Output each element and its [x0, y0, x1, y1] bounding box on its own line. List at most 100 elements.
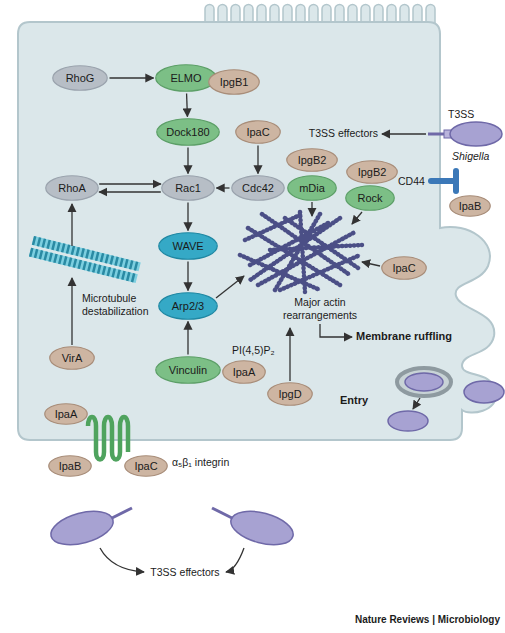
node-ellipse [50, 347, 95, 370]
node-label: IpgB2 [286, 148, 338, 172]
node-label: Cdc42 [231, 175, 285, 201]
node-ellipse [288, 176, 337, 201]
actin-regulator-node: Arp2/3 [158, 292, 218, 320]
signal-arrow [99, 191, 161, 192]
node-ellipse [156, 65, 217, 92]
shigella-top [428, 122, 502, 146]
signal-arrow [187, 148, 188, 174]
entry-arrow [413, 398, 420, 409]
pathway-arrows [72, 134, 426, 572]
node-ellipse [268, 383, 313, 406]
annotation-label: T3SS effectors [296, 127, 378, 140]
effector-node: IpaB [48, 455, 92, 477]
effector-node: IpaC [235, 120, 281, 144]
node-ellipse [156, 357, 221, 384]
actin-beads [240, 212, 362, 292]
secretion-arrow [100, 548, 144, 572]
host-protein-node: Vinculin [155, 356, 221, 384]
pathway-arrow [71, 278, 72, 345]
effector-node: IpaA [44, 403, 88, 425]
node-ellipse [450, 196, 491, 217]
effector-node: IpaA [222, 360, 266, 384]
annotation-label: Microtubule destabilization [82, 292, 158, 317]
node-label: RhoG [52, 65, 108, 91]
node-label: WAVE [158, 232, 218, 260]
effector-node: IpaC [381, 256, 427, 280]
effector-node: IpaC [124, 455, 168, 477]
node-ellipse [45, 404, 88, 425]
node-label: Dock180 [156, 118, 220, 146]
node-ellipse [347, 161, 398, 184]
actin-filaments [240, 212, 362, 292]
signal-arrow [187, 203, 188, 231]
signal-arrow [187, 322, 188, 355]
pathway-arrow [71, 204, 72, 246]
host-protein-node: mDia [287, 175, 337, 201]
effector-node: IpgD [267, 382, 313, 406]
signal-arrow [257, 146, 258, 174]
node-ellipse [46, 176, 99, 201]
host-protein-node: ELMO [155, 64, 217, 92]
node-label: RhoA [45, 175, 99, 201]
host-protein-node: Dock180 [156, 118, 220, 146]
node-ellipse [162, 176, 215, 201]
node-label: Rock [345, 185, 395, 211]
node-ellipse [346, 186, 395, 211]
annotation-label: Nature Reviews | Microbiology [296, 614, 500, 626]
annotation-label: CD44 [398, 175, 428, 188]
node-ellipse [287, 149, 338, 172]
annotation-label: Membrane ruffling [356, 330, 456, 343]
signal-arrow [217, 187, 230, 188]
node-label: Arp2/3 [158, 292, 218, 320]
effector-node: VirA [49, 346, 95, 370]
annotation-label: α₅β₁ integrin [172, 456, 262, 469]
bacterium [47, 505, 117, 551]
node-label: ELMO [155, 64, 217, 92]
effector-node: IpgB2 [286, 148, 338, 172]
annotation-label: T3SS effectors [135, 566, 235, 579]
node-ellipse [157, 119, 220, 146]
node-ellipse [53, 66, 108, 91]
node-label: Vinculin [155, 356, 221, 384]
secretion-arrow [382, 133, 426, 134]
annotation-label: Major actin rearrangements [258, 296, 382, 321]
effector-node: IpaB [449, 195, 491, 217]
bacterium [450, 122, 502, 146]
node-ellipse [232, 176, 285, 201]
annotation-label: Entry [340, 394, 380, 407]
secretion-arrow [226, 548, 244, 572]
pathway-arrow [362, 262, 380, 266]
node-label: IpgB1 [208, 69, 260, 95]
gtpase-node: RhoG [52, 65, 108, 91]
microtubule-stripes [30, 252, 137, 279]
node-ellipse [236, 121, 281, 144]
pathway-arrow [216, 276, 244, 298]
node-label: VirA [49, 346, 95, 370]
node-label: IpgB2 [346, 160, 398, 184]
node-label: IpaB [449, 195, 491, 217]
node-ellipse [223, 361, 266, 384]
actin-monomers [240, 212, 362, 292]
node-ellipse [125, 456, 168, 477]
bacterium [405, 373, 443, 391]
node-label: IpaC [124, 455, 168, 477]
microtubule-bundle [29, 236, 141, 283]
effector-node: IpgB2 [346, 160, 398, 184]
node-label: IpaC [235, 120, 281, 144]
node-label: IpaA [222, 360, 266, 384]
bacterium [464, 381, 504, 403]
entry-bacteria [388, 368, 504, 431]
shigella-bottom [47, 505, 297, 551]
cd44-head [453, 168, 459, 194]
cd44-stem [428, 178, 456, 184]
t3ss-needle [110, 508, 132, 519]
node-ellipse [382, 257, 427, 280]
node-ellipse [209, 70, 260, 95]
signal-arrow [110, 77, 154, 78]
bacterium [388, 411, 428, 431]
node-ellipse [49, 456, 92, 477]
node-label: IpaB [48, 455, 92, 477]
annotation-label: PI(4,5)P₂ [232, 344, 288, 357]
